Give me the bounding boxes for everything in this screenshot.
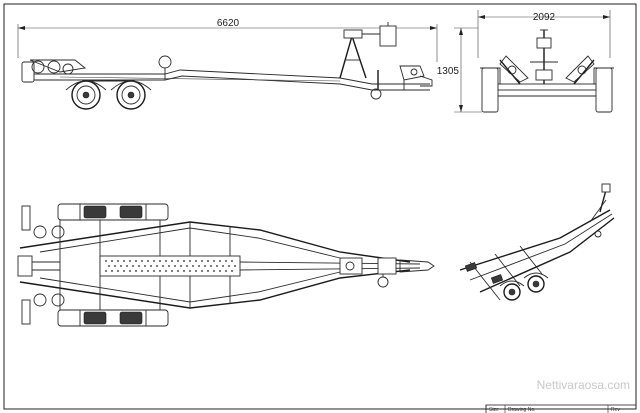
length-dimension: 6620 [17,18,438,62]
side-view-wheels [65,80,152,110]
watermark-text: Nettivaraosa.com [537,378,630,392]
title-block-drawing-no-label: Drawing No. [508,407,536,413]
front-view: 2092 1305 [437,10,614,113]
side-view: 6620 [17,18,438,110]
keel-walkway [99,255,241,277]
length-dimension-label: 6620 [217,18,240,29]
height-dimension-label: 1305 [437,66,460,77]
width-dimension: 2092 [477,10,611,58]
top-view-drawbar [239,257,435,288]
sheet-border [3,3,637,410]
winch-post [339,22,397,79]
title-block-size-label: Size [489,407,499,413]
isometric-view [459,183,615,301]
height-dimension: 1305 [437,27,482,113]
top-view-rear-rollers [17,205,65,325]
title-block: Size Drawing No. Rev [485,404,637,413]
top-view [17,203,435,327]
title-block-rev-label: Rev [611,407,620,413]
drawbar-coupling [370,65,433,100]
width-dimension-label: 2092 [533,12,556,23]
